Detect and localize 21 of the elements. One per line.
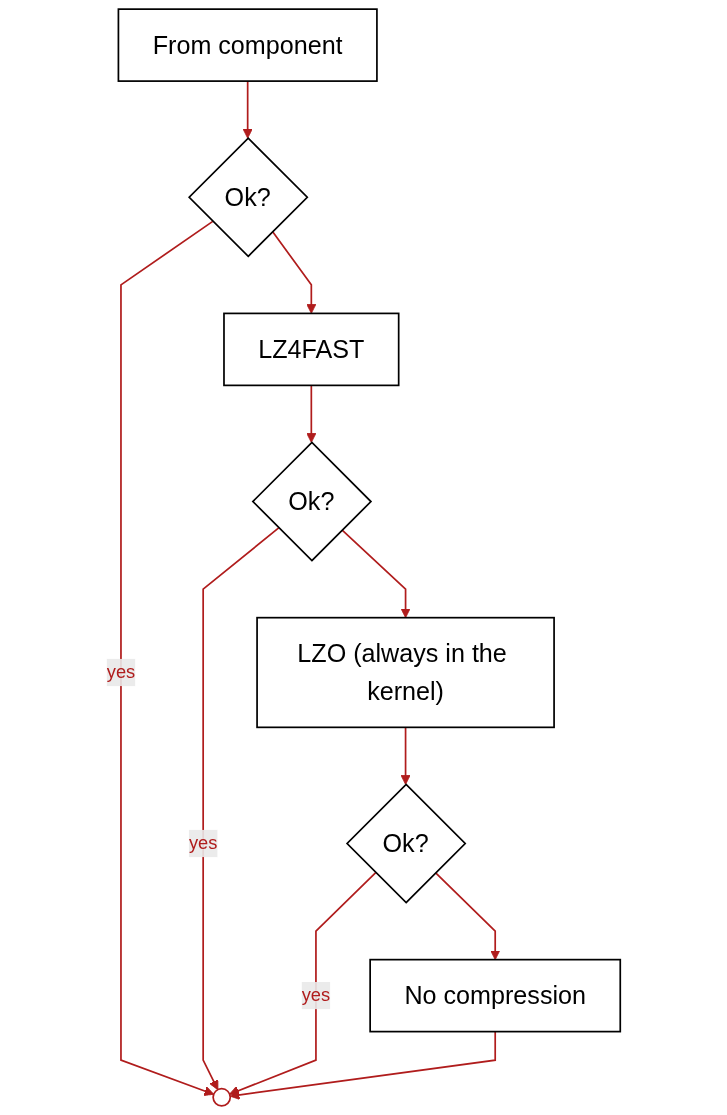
arrow bbox=[202, 527, 280, 1091]
arrow bbox=[229, 871, 377, 1096]
node-diamond: Ok? bbox=[345, 783, 467, 904]
arrow bbox=[400, 726, 411, 785]
edge-label: yes bbox=[188, 833, 218, 853]
node-box: No compression bbox=[369, 958, 622, 1033]
arrow bbox=[306, 384, 317, 443]
node-box: LZO (always in the kernel) bbox=[256, 616, 555, 729]
arrow bbox=[271, 230, 317, 314]
arrow bbox=[341, 529, 411, 619]
edge-label: yes bbox=[106, 662, 136, 682]
node-diamond: Ok? bbox=[251, 441, 373, 562]
node-box: From component bbox=[117, 8, 378, 82]
arrow bbox=[229, 1030, 497, 1100]
arrow bbox=[434, 871, 501, 961]
node-box: LZ4FAST bbox=[223, 312, 400, 387]
arrow bbox=[120, 220, 215, 1096]
arrow bbox=[242, 80, 253, 139]
node-circle bbox=[212, 1087, 232, 1107]
node-diamond: Ok? bbox=[188, 137, 309, 258]
edge-label: yes bbox=[301, 985, 331, 1005]
